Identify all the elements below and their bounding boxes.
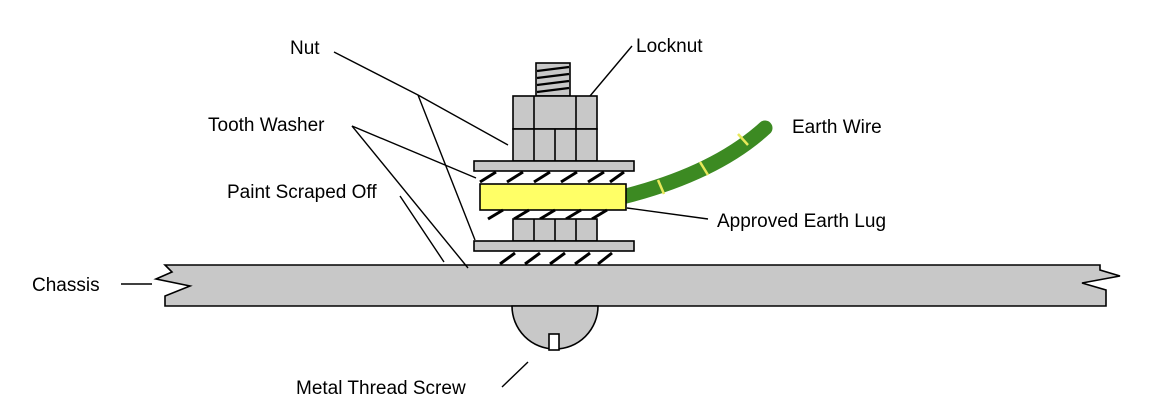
bottom-tooth-washer bbox=[499, 251, 613, 266]
leader-nut-lower bbox=[417, 94, 476, 241]
lower-tooth-washer bbox=[487, 208, 608, 221]
upper-tooth-washer bbox=[479, 170, 625, 184]
chassis-plate bbox=[153, 264, 1121, 307]
label-locknut: Locknut bbox=[636, 36, 703, 57]
label-metal-thread-screw: Metal Thread Screw bbox=[296, 378, 466, 399]
leader-tooth-washer bbox=[351, 125, 477, 179]
label-nut: Nut bbox=[290, 38, 320, 59]
label-paint-scraped-off: Paint Scraped Off bbox=[227, 182, 377, 203]
leader-metal-screw bbox=[501, 361, 529, 388]
leader-nut bbox=[333, 51, 509, 146]
leader-tooth-washer-lower bbox=[351, 125, 469, 269]
label-tooth-washer: Tooth Washer bbox=[208, 115, 325, 136]
leader-paint-scraped bbox=[399, 195, 445, 263]
upper-washer bbox=[473, 160, 635, 172]
earth-wire-stripes bbox=[656, 133, 749, 195]
label-approved-earth-lug: Approved Earth Lug bbox=[717, 211, 886, 232]
wire-stripe bbox=[656, 179, 666, 195]
earth-wire bbox=[618, 120, 773, 204]
wire-stripe bbox=[737, 133, 749, 146]
label-earth-wire: Earth Wire bbox=[792, 117, 882, 138]
leader-locknut bbox=[589, 45, 633, 97]
locknut bbox=[512, 95, 598, 130]
label-chassis: Chassis bbox=[32, 275, 100, 296]
wire-stripe bbox=[698, 161, 710, 176]
earth-lug bbox=[479, 183, 627, 211]
leader-approved-lug bbox=[626, 207, 709, 220]
screw-thread-lines bbox=[536, 65, 570, 94]
screw-slot bbox=[548, 333, 560, 351]
lower-washer bbox=[473, 240, 635, 252]
